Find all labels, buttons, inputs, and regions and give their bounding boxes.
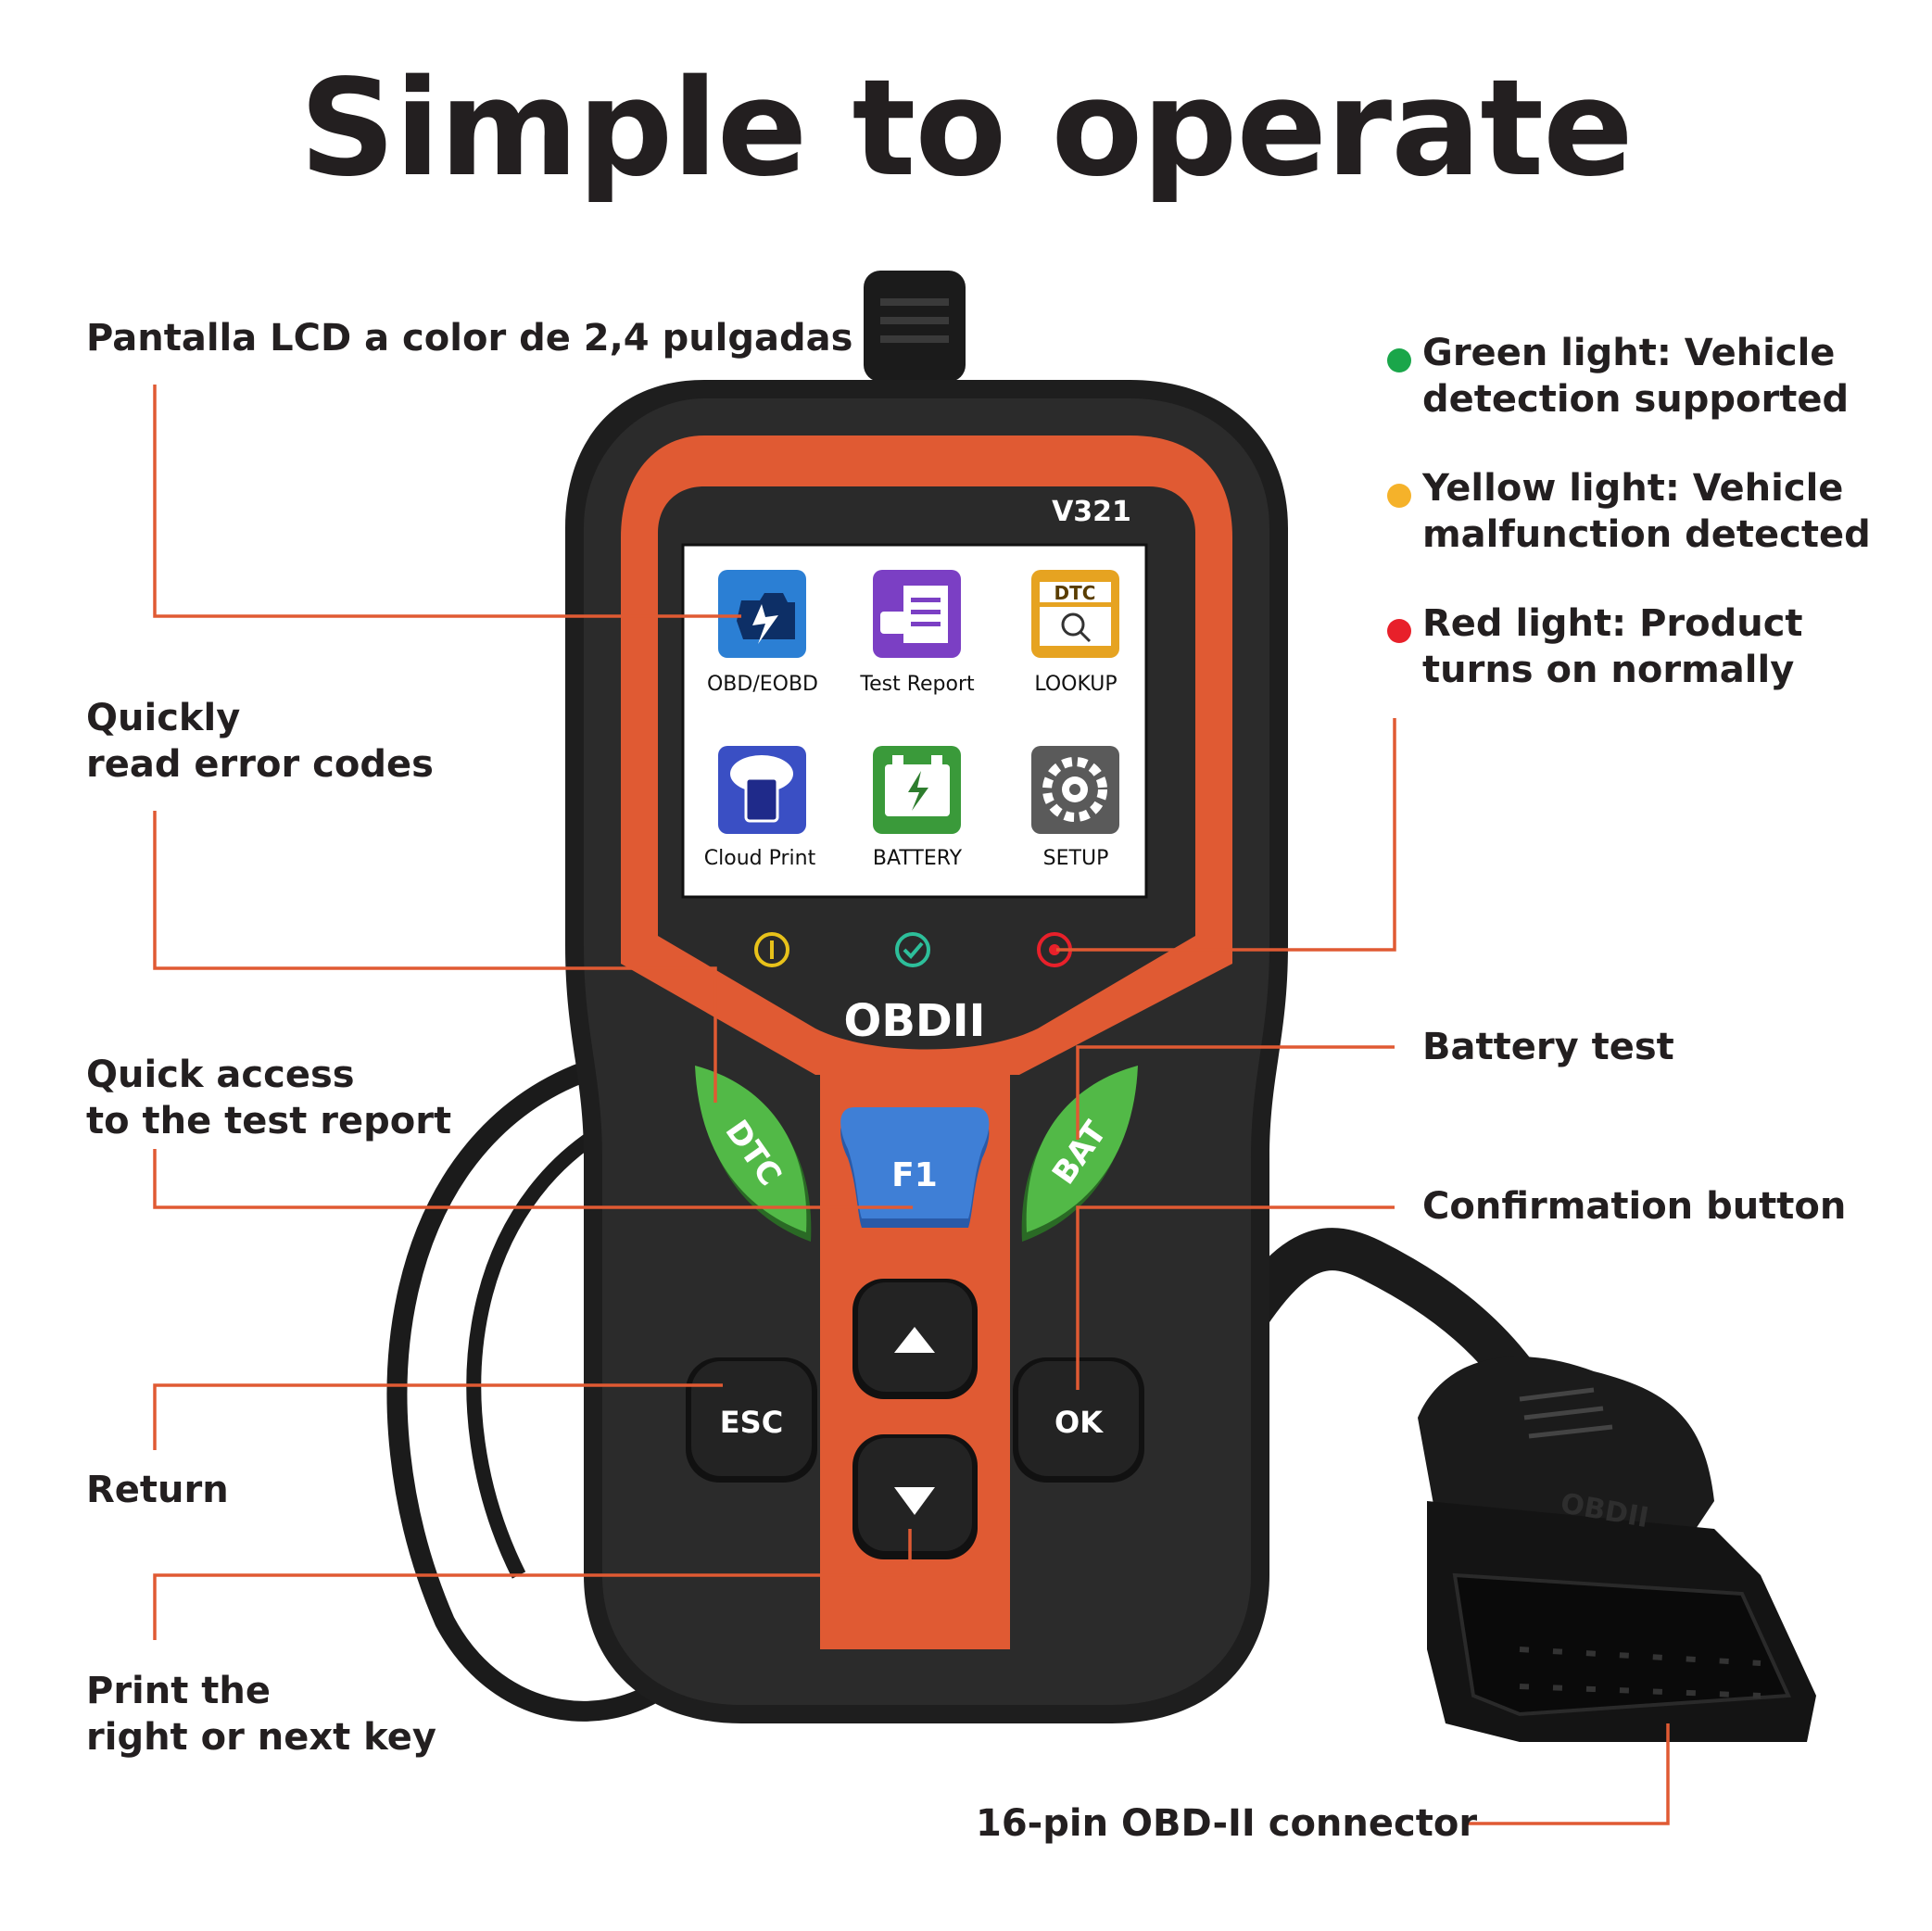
obd-connector: OBDII [1418, 1357, 1816, 1742]
line-print [153, 1529, 912, 1640]
brand-label: OBDII [844, 995, 986, 1047]
screen-icon-battery [873, 746, 961, 834]
svg-text:F1: F1 [891, 1156, 938, 1194]
callout-read-codes: Quickly read error codes [86, 695, 434, 788]
cable-loop-inner [466, 1104, 643, 1579]
screen-icon-obd [718, 570, 806, 658]
callout-return: Return [86, 1469, 229, 1511]
f1-button[interactable]: F1 [840, 1107, 990, 1228]
callout-read-codes-line-1: Quickly [86, 697, 241, 739]
line-red-led [1056, 718, 1396, 952]
up-button[interactable] [852, 1279, 978, 1399]
callout-lines [153, 385, 1670, 1825]
line-confirm [1076, 1205, 1395, 1390]
line-read-codes [153, 811, 717, 1103]
arrow-up-icon [894, 1327, 935, 1353]
green-led [895, 932, 930, 967]
down-button[interactable] [852, 1434, 978, 1559]
top-cable [864, 271, 966, 382]
svg-text:DTC: DTC [1054, 582, 1096, 604]
model-label: V321 [1052, 496, 1131, 528]
dtc-button[interactable]: DTC [695, 1066, 812, 1242]
callout-battery-test: Battery test [1422, 1026, 1674, 1068]
screen-label-cloud-print: Cloud Print [704, 847, 816, 870]
yellow-led [754, 932, 789, 967]
screen-icon-cloud-print [718, 746, 806, 834]
screen-label-report: Test Report [859, 673, 975, 696]
callout-green-line-2: detection supported [1422, 378, 1850, 421]
line-battery [1076, 1045, 1395, 1140]
line-return [153, 1383, 723, 1450]
callout-yellow-line-1: Yellow light: Vehicle [1422, 467, 1844, 510]
screen-icon-lookup: DTC [1031, 570, 1119, 658]
svg-text:ESC: ESC [720, 1405, 783, 1440]
callout-yellow-light: Yellow light: Vehicle malfunction detect… [1422, 465, 1871, 558]
callout-test-report-line-1: Quick access [86, 1054, 355, 1096]
callout-read-codes-line-2: read error codes [86, 743, 434, 786]
yellow-light-dot [1387, 484, 1411, 508]
line-lcd [153, 385, 741, 618]
screen-label-lookup: LOOKUP [1034, 673, 1117, 696]
callout-print-line-2: right or next key [86, 1716, 436, 1759]
screen-label-obd: OBD/EOBD [707, 673, 818, 696]
callout-test-report: Quick access to the test report [86, 1052, 451, 1144]
callout-green-line-1: Green light: Vehicle [1422, 332, 1836, 374]
red-light-dot [1387, 619, 1411, 643]
page-title: Simple to operate [299, 50, 1634, 206]
screen-label-setup: SETUP [1043, 847, 1109, 870]
callout-red-line-2: turns on normally [1422, 649, 1795, 691]
bat-button[interactable]: BAT [1021, 1066, 1138, 1242]
screen-label-battery: BATTERY [873, 847, 963, 870]
callout-confirmation-button: Confirmation button [1422, 1185, 1847, 1228]
arrow-down-icon [894, 1487, 935, 1515]
callout-red-line-1: Red light: Product [1422, 602, 1803, 645]
green-light-dot [1387, 348, 1411, 372]
ok-button[interactable]: OK [1013, 1357, 1144, 1483]
esc-button[interactable]: ESC [686, 1357, 817, 1483]
callout-print: Print the right or next key [86, 1668, 436, 1761]
line-connector [1466, 1723, 1670, 1825]
callout-lcd: Pantalla LCD a color de 2,4 pulgadas [86, 317, 853, 360]
callout-green-light: Green light: Vehicle detection supported [1422, 330, 1849, 423]
callout-connector: 16-pin OBD-II connector [976, 1802, 1478, 1845]
callout-test-report-line-2: to the test report [86, 1100, 452, 1142]
screen-icon-setup [1031, 746, 1119, 834]
callout-print-line-1: Print the [86, 1670, 271, 1712]
callout-red-light: Red light: Product turns on normally [1422, 600, 1803, 693]
svg-text:OK: OK [1054, 1405, 1104, 1440]
callout-yellow-line-2: malfunction detected [1422, 513, 1871, 556]
screen-icon-report [873, 570, 961, 658]
line-test-report [153, 1149, 913, 1209]
